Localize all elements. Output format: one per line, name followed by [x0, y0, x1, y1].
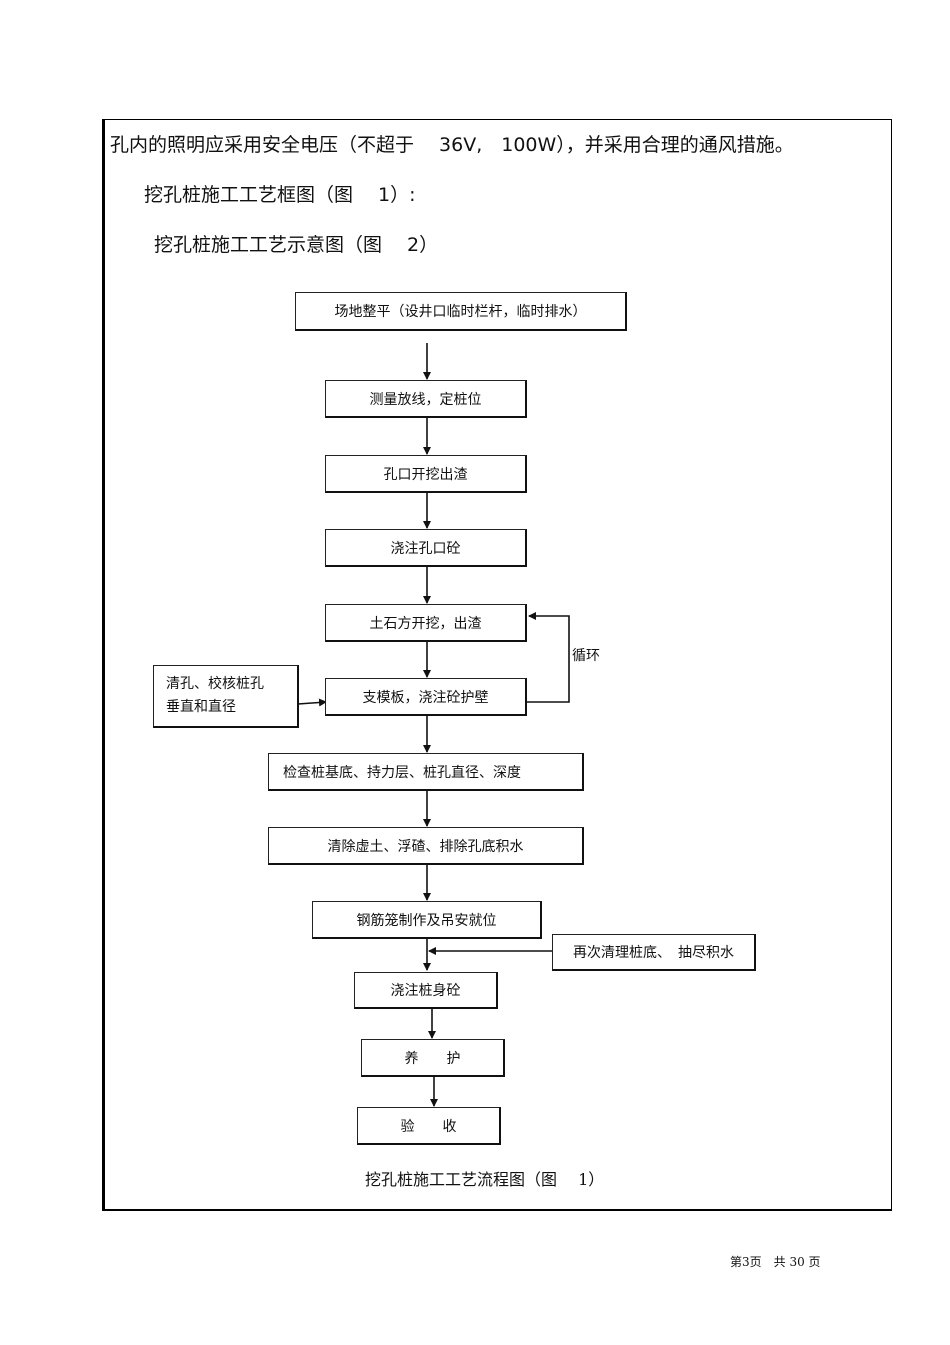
lighting-requirement-text: 孔内的照明应采用安全电压（不超于 36V, 100W），并采用合理的通风措施。 [110, 134, 794, 156]
step-pour-collar: 浇注孔口砼 [325, 529, 527, 567]
process-diagram-heading: 挖孔桩施工工艺示意图（图 2） [154, 234, 439, 256]
loop-label: 循环 [572, 648, 600, 664]
step-earth-excavation: 土石方开挖，出渣 [325, 604, 527, 642]
loop-arrow [527, 612, 570, 703]
side-arrow-1 [297, 698, 327, 707]
step-pour-pile: 浇注桩身砼 [354, 972, 498, 1009]
flowchart-caption: 挖孔桩施工工艺流程图（图 1） [365, 1170, 605, 1189]
step-site-leveling: 场地整平（设井口临时栏杆，临时排水） [295, 292, 627, 331]
step-rebar-cage: 钢筋笼制作及吊安就位 [312, 901, 542, 939]
step-acceptance: 验 收 [357, 1107, 501, 1145]
step-hole-excavation: 孔口开挖出渣 [325, 455, 527, 493]
page-number: 第3页 共 30 页 [730, 1255, 821, 1269]
side-box-reclean: 再次清理桩底、 抽尽积水 [552, 934, 756, 971]
step-survey-layout: 测量放线，定桩位 [325, 380, 527, 418]
step-inspect-base: 检查桩基底、持力层、桩孔直径、深度 [268, 753, 584, 791]
side-box-line-1: 清孔、校核桩孔 [166, 676, 264, 692]
document-frame [102, 119, 892, 1211]
side-box-line-2: 垂直和直径 [166, 699, 236, 715]
step-curing: 养 护 [361, 1039, 505, 1077]
step-clean-bottom: 清除虚土、浮碴、排除孔底积水 [268, 827, 584, 865]
side-box-verify-hole: 清孔、校核桩孔 垂直和直径 [153, 665, 299, 728]
step-formwork-lining: 支模板，浇注砼护壁 [325, 678, 527, 716]
process-frame-heading: 挖孔桩施工工艺框图（图 1）: [144, 184, 416, 206]
